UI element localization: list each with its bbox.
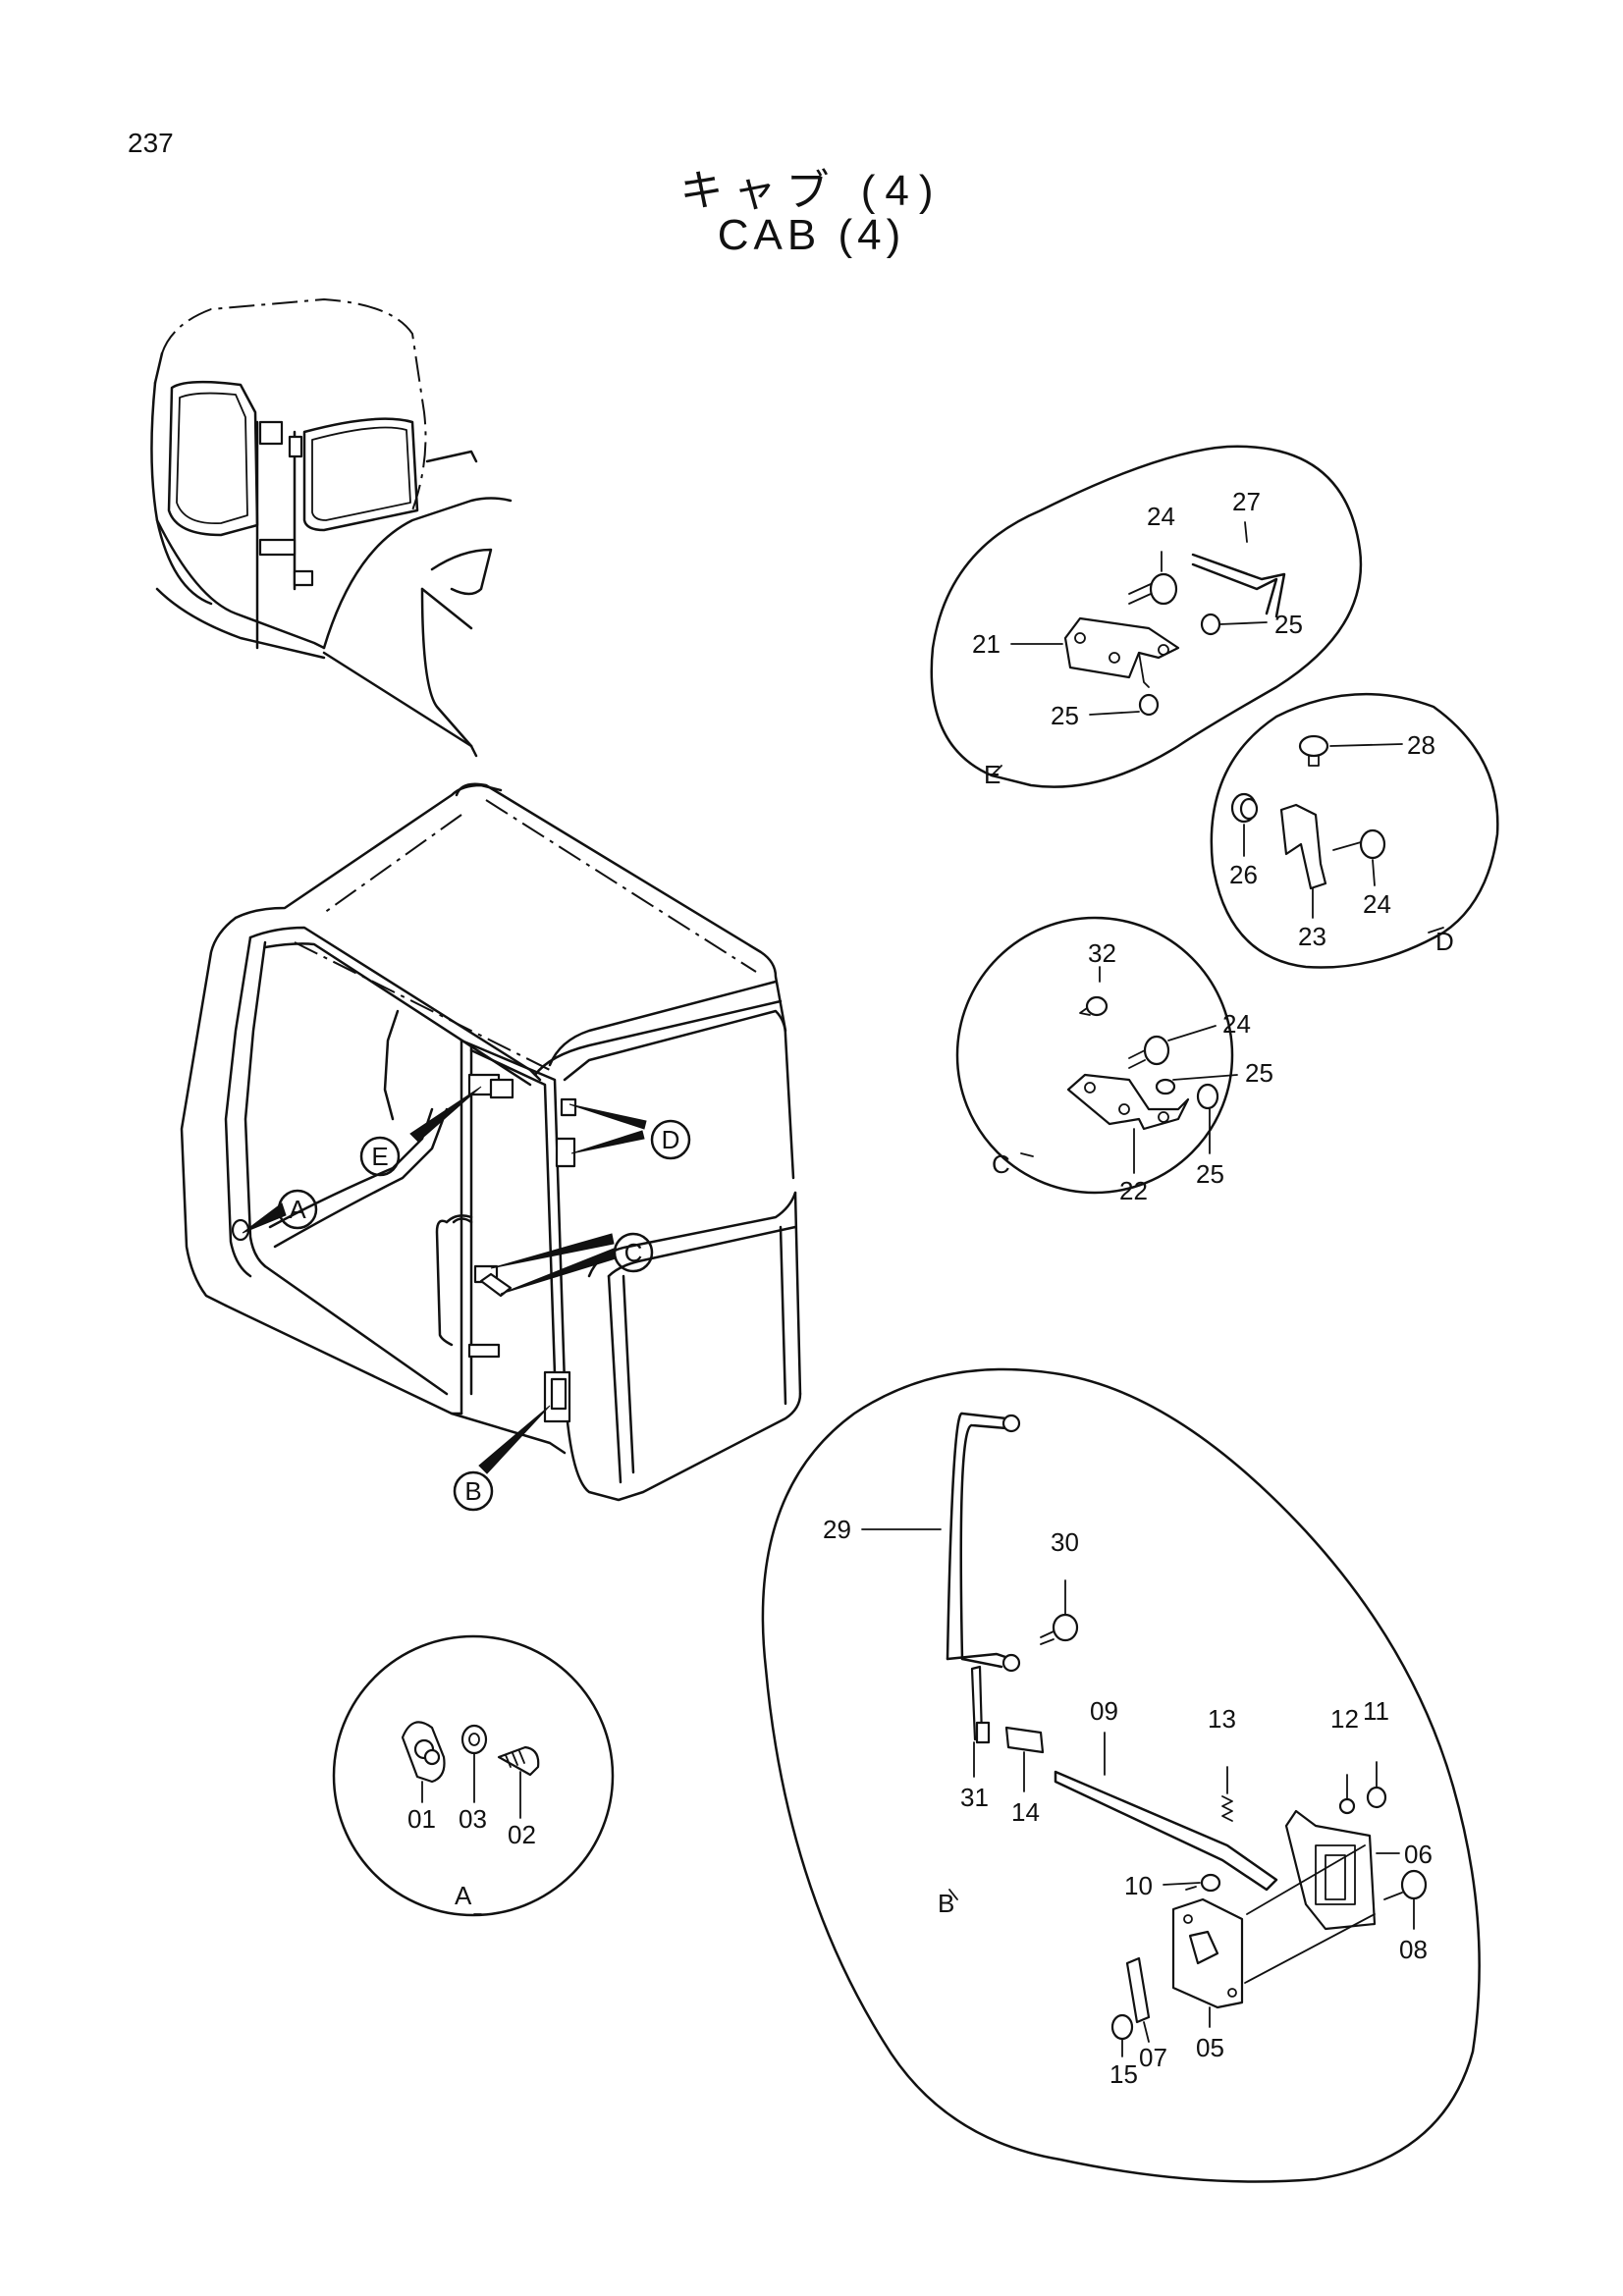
detail-a-part-02: 02 <box>508 1820 536 1849</box>
page-number: 237 <box>128 128 174 158</box>
callout-e-label: E <box>371 1142 388 1171</box>
detail-b-part-30: 30 <box>1051 1527 1079 1557</box>
detail-a-part-03: 03 <box>459 1804 487 1834</box>
detail-e-part-27: 27 <box>1232 487 1261 516</box>
callout-b: B <box>453 1470 494 1512</box>
detail-d-part-24: 24 <box>1363 889 1391 919</box>
detail-b-part-05: 05 <box>1196 2033 1224 2062</box>
detail-b-part-06: 06 <box>1404 1840 1433 1869</box>
callout-leaders <box>242 1086 647 1474</box>
detail-b-letter: B <box>938 1889 954 1918</box>
callout-a-label: A <box>289 1195 306 1224</box>
detail-d: 28 26 23 24 D <box>1210 692 1499 969</box>
detail-e-part-25a: 25 <box>1274 610 1303 639</box>
detail-b-part-11: 11 <box>1363 1696 1389 1726</box>
detail-b-part-29: 29 <box>823 1515 851 1544</box>
detail-c-letter: C <box>992 1149 1010 1179</box>
callout-c-label: C <box>624 1238 643 1267</box>
detail-e: 24 27 21 25 25 E <box>930 445 1363 789</box>
detail-b: 29 30 31 14 09 13 12 11 06 10 08 05 07 1… <box>761 1367 1481 2183</box>
callout-b-label: B <box>464 1476 481 1506</box>
cab-main <box>180 782 802 1502</box>
detail-b-part-15: 15 <box>1109 2059 1138 2089</box>
detail-d-part-28: 28 <box>1407 730 1435 760</box>
detail-b-part-07: 07 <box>1139 2043 1167 2072</box>
detail-a-part-01: 01 <box>407 1804 436 1834</box>
detail-b-part-08: 08 <box>1399 1935 1428 1964</box>
detail-d-part-26: 26 <box>1229 860 1258 889</box>
detail-b-part-09: 09 <box>1090 1696 1118 1726</box>
detail-a: 01 03 02 A <box>332 1634 615 1917</box>
page-title-japanese: キャブ (4) <box>679 167 944 215</box>
detail-c-part-24: 24 <box>1222 1009 1251 1039</box>
detail-c-part-25a: 25 <box>1245 1058 1273 1088</box>
detail-c-part-25b: 25 <box>1196 1159 1224 1189</box>
detail-e-letter: E <box>984 760 1001 789</box>
callout-c: C <box>613 1232 654 1273</box>
callout-a: A <box>277 1189 318 1230</box>
detail-b-part-10: 10 <box>1124 1871 1153 1900</box>
callout-d-label: D <box>662 1125 680 1154</box>
detail-b-part-12: 12 <box>1330 1704 1359 1734</box>
detail-e-part-24: 24 <box>1147 502 1175 531</box>
detail-e-part-21: 21 <box>972 629 1001 659</box>
detail-b-part-14: 14 <box>1011 1797 1040 1827</box>
detail-c: 32 24 25 22 25 C <box>955 916 1273 1205</box>
detail-c-part-32: 32 <box>1088 938 1116 968</box>
callout-d: D <box>650 1119 691 1160</box>
detail-d-letter: D <box>1435 927 1454 956</box>
excavator-overview <box>150 297 513 758</box>
callout-e: E <box>359 1136 401 1177</box>
detail-d-part-23: 23 <box>1298 922 1326 951</box>
detail-a-letter: A <box>455 1881 472 1910</box>
page-title-english: CAB (4) <box>717 211 906 259</box>
detail-e-part-25b: 25 <box>1051 701 1079 730</box>
detail-c-part-22: 22 <box>1119 1176 1148 1205</box>
detail-b-part-31: 31 <box>960 1783 989 1812</box>
detail-b-part-13: 13 <box>1208 1704 1236 1734</box>
